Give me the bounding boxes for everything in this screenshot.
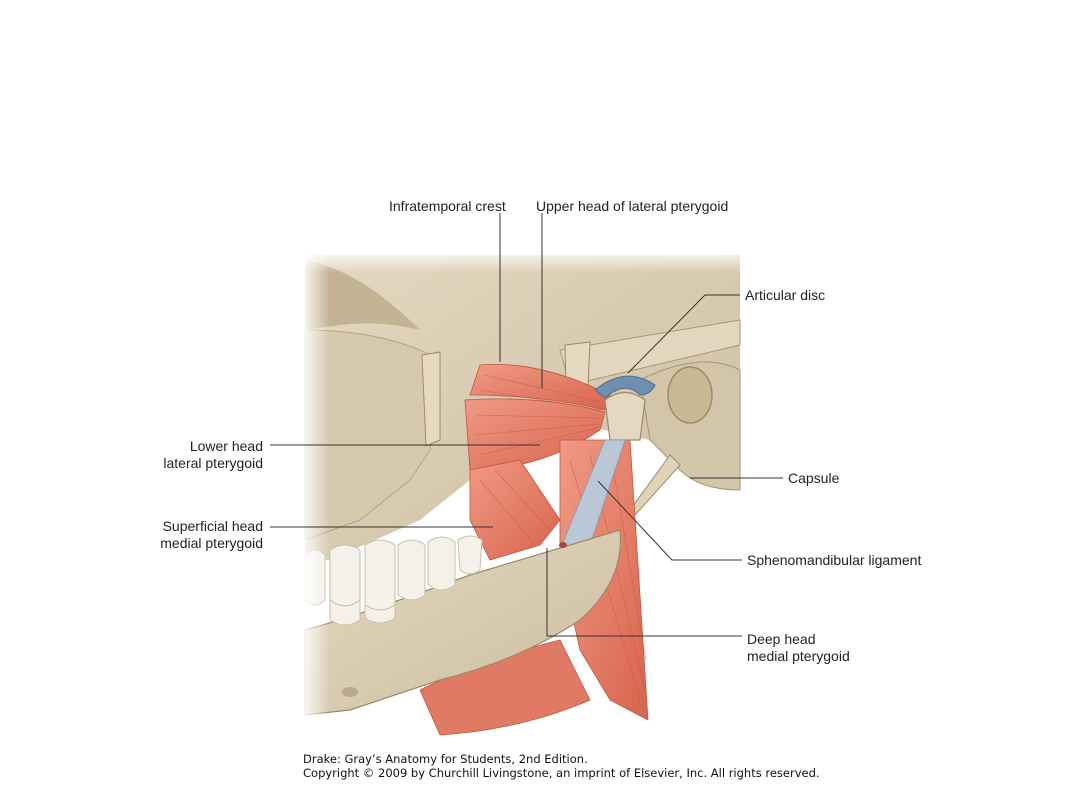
articular-disc — [594, 375, 656, 399]
label-lower-head-line1: Lower head — [189, 438, 263, 454]
mandibular-condyle — [604, 391, 646, 441]
mandible — [304, 529, 622, 716]
zygomatic-arch-cut — [421, 341, 591, 447]
label-superficial-head-line1: Superficial head — [162, 518, 263, 534]
credit-line-1: Drake: Gray’s Anatomy for Students, 2nd … — [303, 752, 588, 766]
leader-deep-head — [546, 548, 742, 637]
label-deep-head-line1: Deep head — [747, 631, 816, 647]
label-deep-head-medial-pterygoid: Deep head medial pterygoid — [747, 631, 850, 665]
temporomandibular-joint — [559, 375, 656, 551]
mastoid-region — [639, 361, 741, 491]
label-capsule: Capsule — [788, 470, 840, 486]
orbit-shadow — [305, 260, 420, 330]
credit-line-2: Copyright © 2009 by Churchill Livingston… — [303, 766, 820, 780]
leader-sphenomandibular — [597, 480, 742, 561]
label-upper-head-lateral-pterygoid: Upper head of lateral pterygoid — [536, 198, 729, 214]
label-sphenomandibular-ligament: Sphenomandibular ligament — [747, 552, 922, 568]
upper-head-lateral-pterygoid — [469, 364, 611, 411]
label-superficial-head-line2: medial pterygoid — [160, 535, 263, 551]
leader-articular-disc — [627, 294, 740, 374]
lateral-pterygoid-muscle — [464, 364, 611, 471]
label-lower-head-line2: lateral pterygoid — [163, 455, 263, 471]
teeth — [304, 535, 483, 626]
label-deep-head-line2: medial pterygoid — [747, 648, 850, 664]
mandible-body — [304, 529, 622, 716]
external-acoustic-meatus — [667, 366, 713, 424]
label-lower-head-lateral-pterygoid: Lower head lateral pterygoid — [150, 438, 263, 472]
styloid-process — [629, 454, 681, 515]
mandibular-foramen — [559, 542, 567, 548]
label-superficial-head-medial-pterygoid: Superficial head medial pterygoid — [140, 518, 263, 552]
mental-foramen — [342, 687, 358, 697]
label-infratemporal-crest: Infratemporal crest — [389, 198, 506, 214]
leader-lines — [270, 213, 783, 637]
superficial-head-medial-pterygoid — [469, 459, 561, 561]
label-articular-disc: Articular disc — [745, 287, 826, 303]
zygomatic-region — [304, 329, 441, 541]
